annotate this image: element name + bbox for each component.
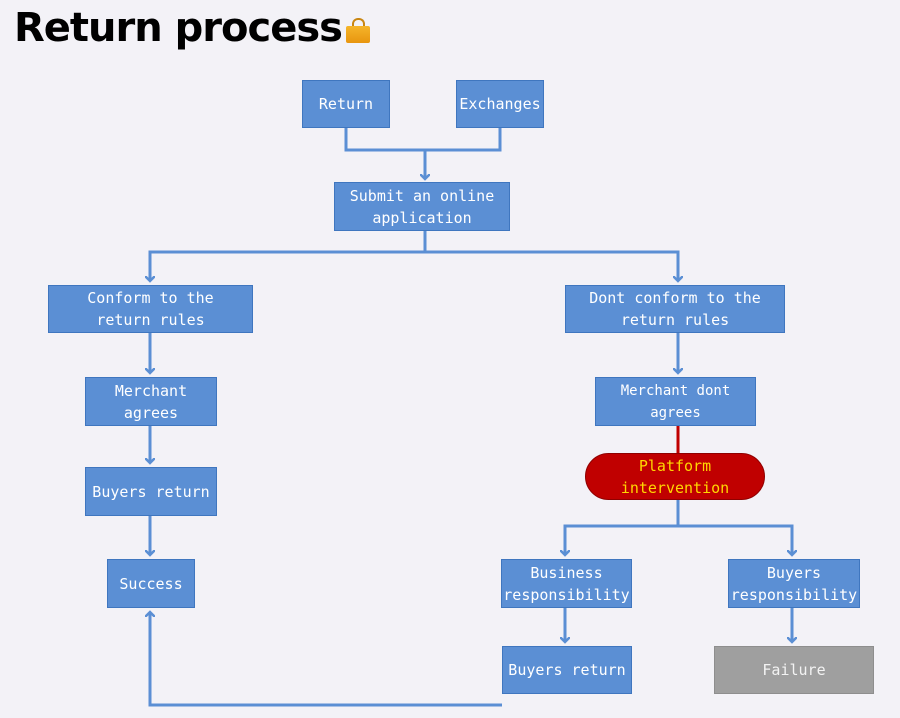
buyers-return-left-box: Buyers return [85,467,217,516]
submit-application-box: Submit an online application [334,182,510,231]
title-text: Return process [14,5,343,51]
arrow-split-to-buyers-responsibility [678,524,792,555]
conform-rules-box: Conform to the return rules [48,285,253,333]
merchant-dont-agrees-box: Merchant dont agrees [595,377,756,426]
business-responsibility-box: Business responsibility [501,559,632,608]
failure-box: Failure [714,646,874,694]
buyers-return-right-box: Buyers return [502,646,632,694]
shopping-bag-icon [345,18,370,43]
buyers-responsibility-box: Buyers responsibility [728,559,860,608]
connector-submit-split [150,231,427,281]
connector-return-to-merge [344,128,502,152]
return-box: Return [302,80,390,128]
platform-intervention-box: Platform intervention [585,453,765,500]
arrow-split-to-dont-conform [425,250,678,281]
diagram-title: Return process [14,2,370,54]
arrow-buyers-return-to-success-loop [150,612,502,707]
success-box: Success [107,559,195,608]
exchanges-box: Exchanges [456,80,544,128]
connector-platform-split [565,500,680,555]
dont-conform-rules-box: Dont conform to the return rules [565,285,785,333]
merchant-agrees-box: Merchant agrees [85,377,217,426]
